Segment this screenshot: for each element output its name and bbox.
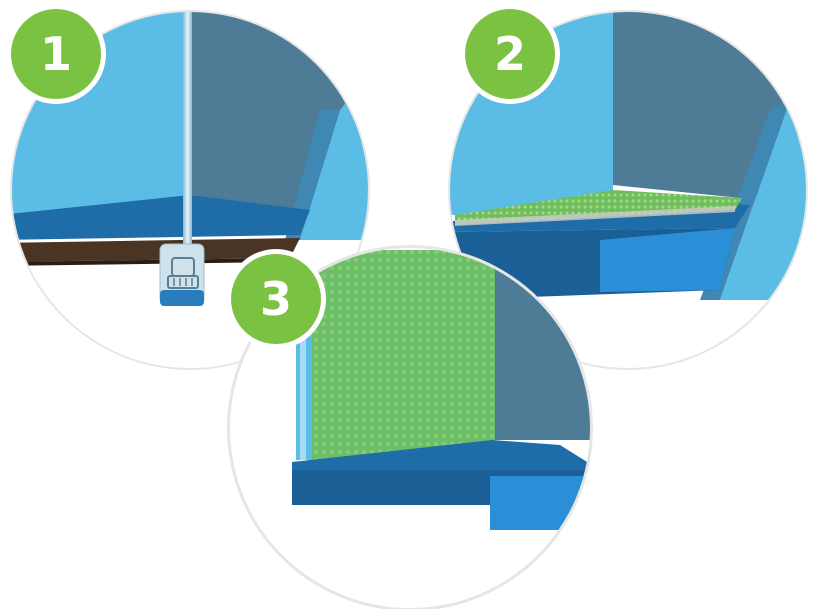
sump-pump-icon: [159, 243, 205, 306]
dimple-membrane-floor: [455, 190, 742, 225]
step-1-badge: 1: [6, 4, 106, 104]
step-3-badge: 3: [226, 249, 326, 349]
dimple-membrane-wall: [305, 250, 495, 460]
step-1-discharge-pipe: [183, 12, 192, 250]
step-1-number: 1: [40, 27, 72, 81]
step-1-soil-layer: [12, 238, 300, 262]
step-3-illustration: 3: [226, 245, 593, 609]
step-2-badge: 2: [460, 4, 560, 104]
step-3-number: 3: [260, 272, 292, 326]
step-1-floor: [12, 195, 310, 240]
step-2-number: 2: [494, 27, 526, 81]
step-2-illustration: 2: [448, 4, 808, 370]
